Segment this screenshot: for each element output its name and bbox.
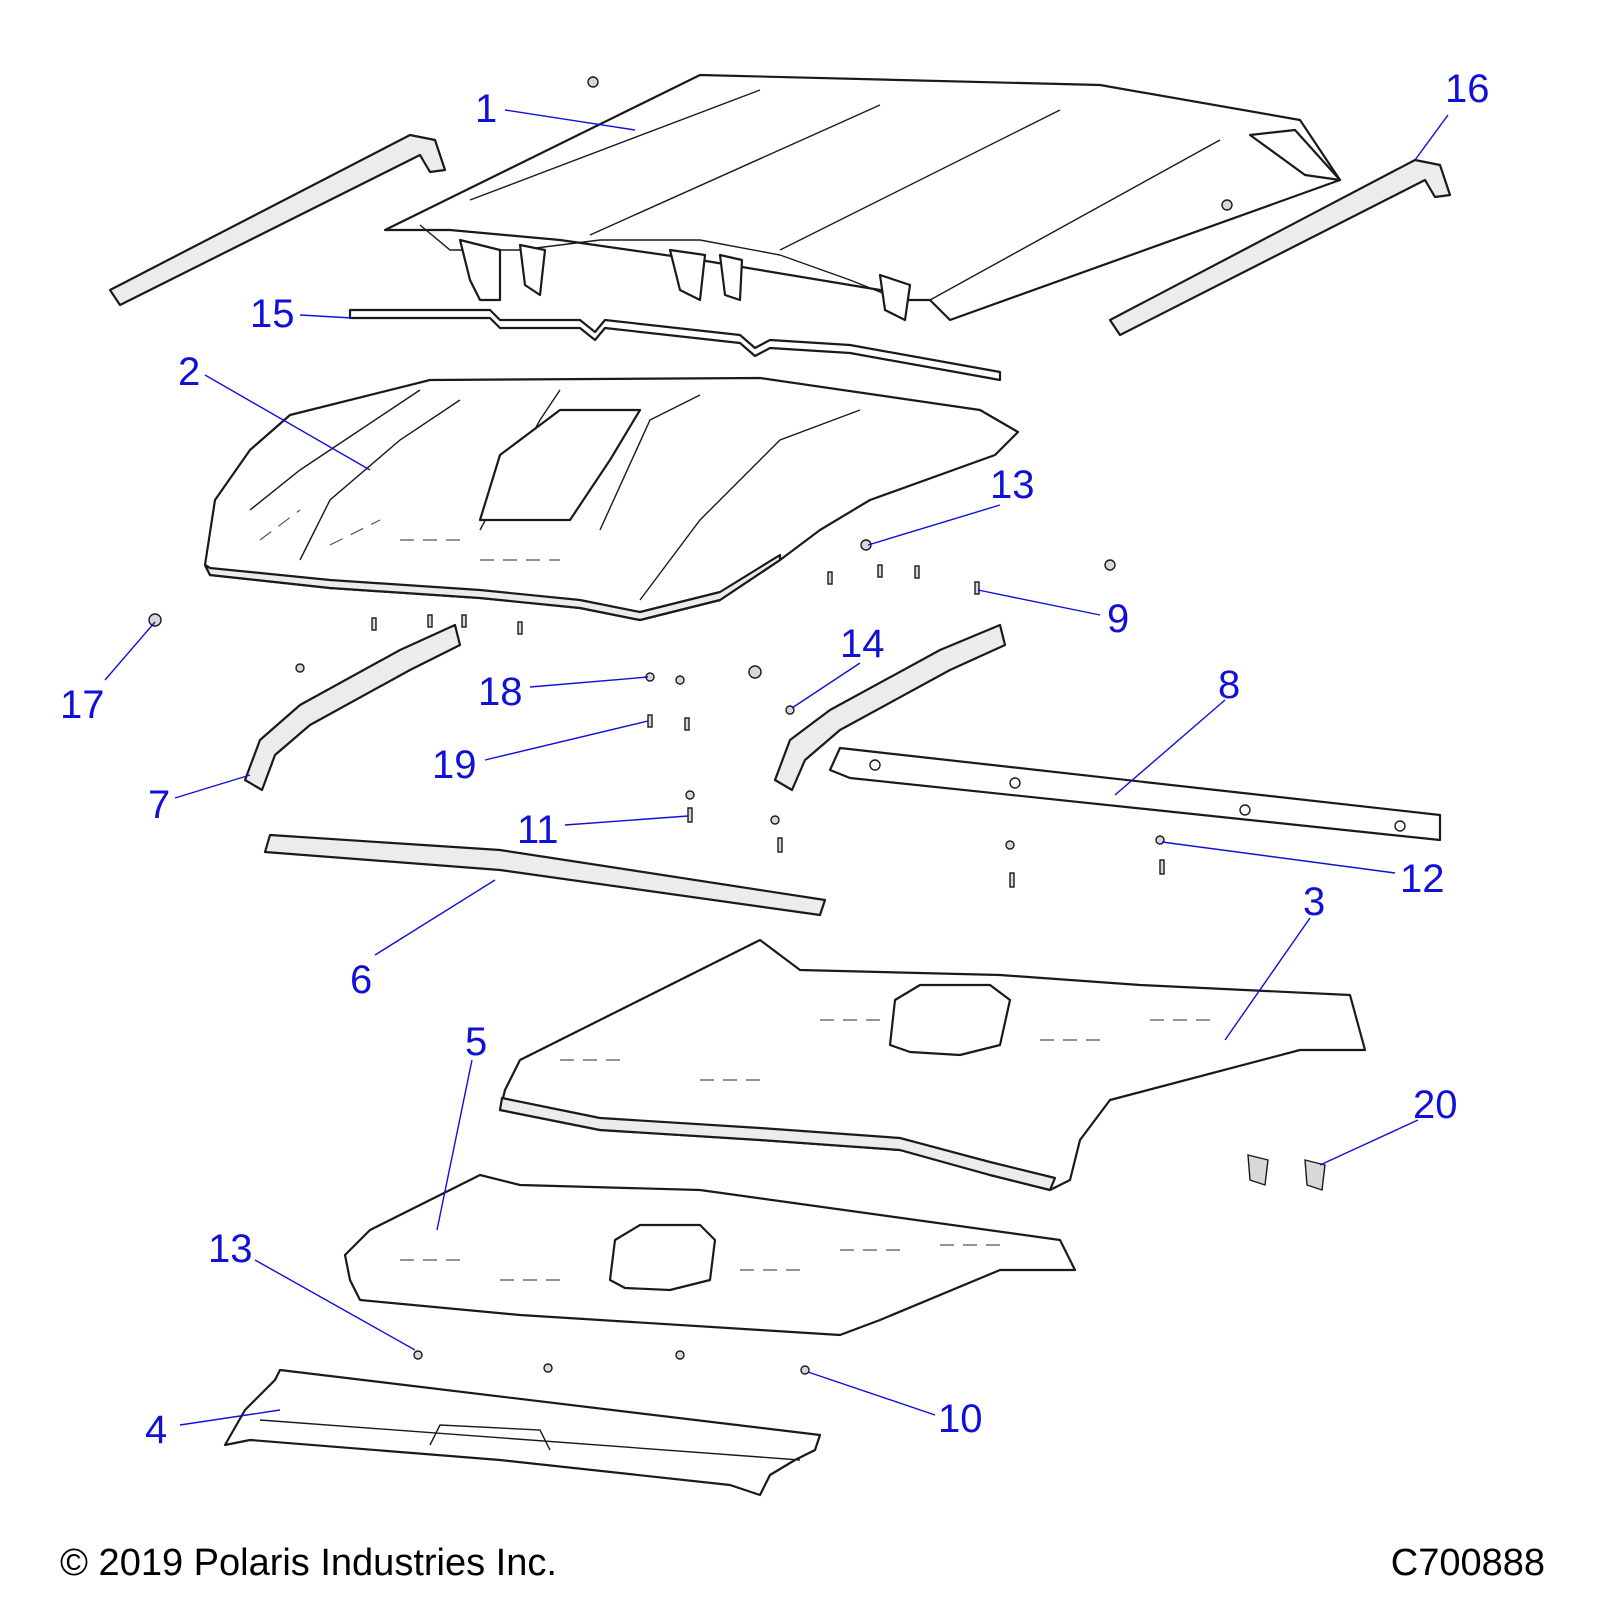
leader-13b <box>254 1259 416 1351</box>
callout-4: 4 <box>145 1408 167 1452</box>
callout-13b: 13 <box>208 1227 253 1271</box>
leader-19 <box>484 720 649 761</box>
part-3-headliner <box>498 938 1367 1192</box>
leader-9 <box>977 589 1101 616</box>
leader-4 <box>179 1409 281 1426</box>
leader-16 <box>1414 114 1449 161</box>
callout-1: 1 <box>475 87 497 131</box>
leader-10 <box>807 1371 936 1416</box>
callout-20: 20 <box>1413 1083 1458 1127</box>
leader-12 <box>1161 841 1396 874</box>
callout-3: 3 <box>1303 880 1325 924</box>
callout-11: 11 <box>517 808 559 852</box>
part-8-rear-bar <box>828 746 1442 842</box>
leader-3 <box>1224 917 1311 1041</box>
callout-8: 8 <box>1218 663 1240 707</box>
fastener-hardware <box>148 539 1165 1375</box>
leader-2 <box>204 374 371 471</box>
copyright-text: © 2019 Polaris Industries Inc. <box>60 1542 557 1584</box>
part-16-side-rails <box>108 133 1452 337</box>
leader-5 <box>436 1059 473 1231</box>
leader-11 <box>564 815 689 826</box>
callout-18: 18 <box>478 670 523 714</box>
callout-7: 7 <box>148 783 170 827</box>
callout-2: 2 <box>178 350 200 394</box>
callout-13a: 13 <box>990 463 1035 507</box>
figure-id: C700888 <box>1391 1542 1545 1584</box>
part-6-front-bar <box>263 833 827 917</box>
callout-9: 9 <box>1107 597 1129 641</box>
part-7-right-trim <box>773 623 1007 792</box>
callout-12: 12 <box>1400 857 1445 901</box>
part-15-seal-strip <box>348 308 1002 382</box>
part-7-left-trim <box>243 623 462 792</box>
callout-16: 16 <box>1445 67 1490 111</box>
leader-14 <box>791 662 861 709</box>
callout-17: 17 <box>60 683 105 727</box>
callout-labels: 1 16 15 2 13 9 17 18 14 8 19 7 11 12 3 6… <box>60 67 1490 1452</box>
callout-14: 14 <box>840 622 885 666</box>
leader-18 <box>529 676 649 688</box>
leader-20 <box>1319 1119 1419 1166</box>
leader-15 <box>299 314 353 319</box>
part-4-bottom-panel <box>223 1368 822 1497</box>
callout-15: 15 <box>250 292 295 336</box>
part-1-roof-frame <box>383 73 1342 322</box>
leader-6 <box>374 879 496 956</box>
leader-17 <box>104 621 156 681</box>
leader-lines <box>104 109 1449 1426</box>
callout-10: 10 <box>938 1397 983 1441</box>
part-2-roof-top <box>203 376 1020 622</box>
leader-13a <box>867 504 1001 546</box>
leader-1 <box>504 109 636 131</box>
leader-7 <box>174 774 251 799</box>
part-20-clips <box>1247 1154 1326 1191</box>
callout-6: 6 <box>350 958 372 1002</box>
callout-5: 5 <box>465 1020 487 1064</box>
part-5-headliner-liner <box>343 1173 1077 1337</box>
leader-8 <box>1114 699 1226 796</box>
callout-19: 19 <box>432 743 477 787</box>
